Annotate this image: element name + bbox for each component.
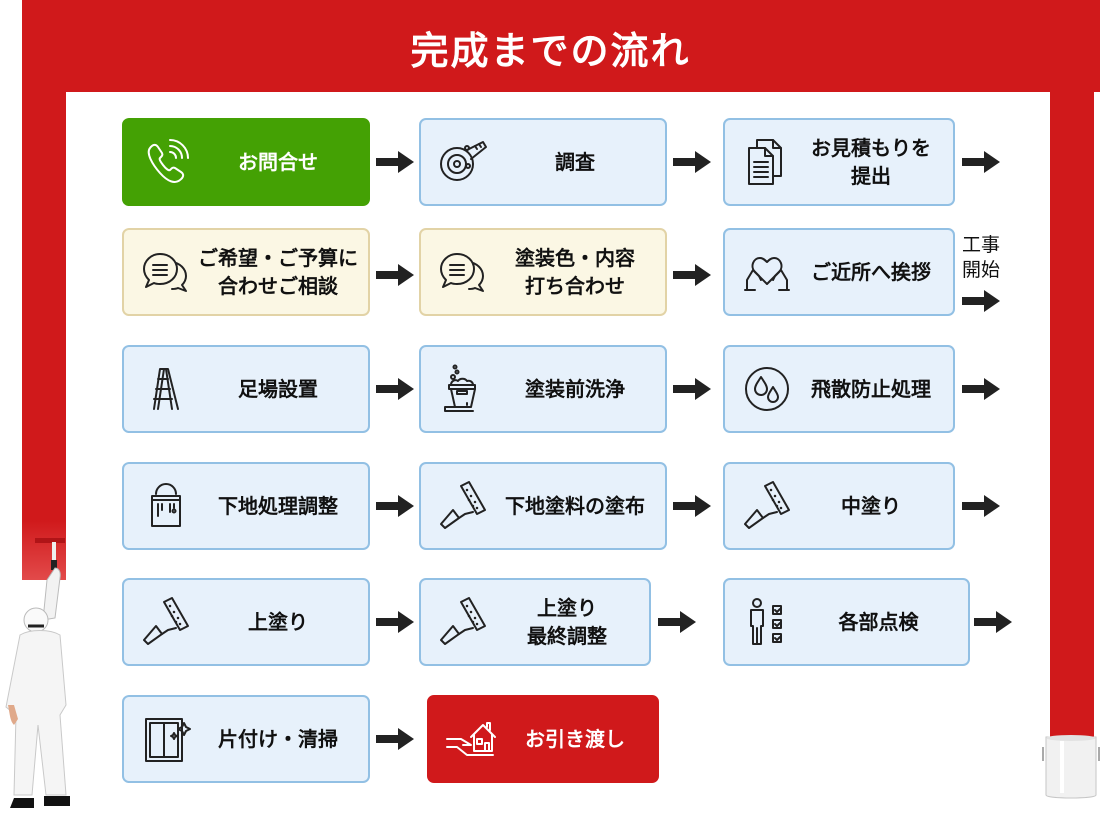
inspection-checklist-icon [737,592,797,652]
step-survey: 調査 [419,118,667,206]
arrow-right-icon [974,611,1012,633]
step-handover: お引き渡し [427,695,659,783]
step-inspection: 各部点検 [723,578,970,666]
step-label: 調査 [555,150,595,174]
paint-roller-icon [433,592,493,652]
red-frame-left [22,0,66,575]
arrow-right-icon [376,611,414,633]
paint-bucket-illustration [1040,733,1101,803]
step-label: 下地処理調整 [218,494,338,518]
step-estimate: お見積もりを 提出 [723,118,955,206]
step-pre-wash: 塗装前洗浄 [419,345,667,433]
step-label: ご希望・ご予算に 合わせご相談 [198,246,358,298]
arrow-right-icon [376,495,414,517]
step-label: ご近所へ挨拶 [811,260,931,284]
painter-illustration [0,530,100,815]
step-middle-coat: 中塗り [723,462,955,550]
arrow-right-icon [673,378,711,400]
step-label: 足場設置 [238,377,318,401]
arrow-right-icon [673,495,711,517]
arrow-right-icon [376,728,414,750]
clean-window-icon [136,709,196,769]
step-label: お引き渡し [525,727,625,751]
ladder-icon [136,359,196,419]
arrow-right-icon [962,378,1000,400]
phone-icon [136,132,196,192]
step-label: お見積もりを 提出 [811,136,931,188]
step-label: 片付け・清掃 [218,727,338,751]
page-title: 完成までの流れ [410,28,691,73]
step-inquiry: お問合せ [122,118,370,206]
arrow-right-icon [376,151,414,173]
arrow-right-icon [376,378,414,400]
house-hand-icon [441,709,501,769]
hands-heart-icon [737,242,797,302]
paint-can-icon [136,476,196,536]
arrow-right-icon [658,611,696,633]
paint-roller-icon [433,476,493,536]
step-label: お問合せ [238,150,318,174]
wash-bucket-icon [433,359,493,419]
red-frame-top [22,0,1100,92]
arrow-right-icon [376,264,414,286]
step-neighbor-greeting: ご近所へ挨拶 [723,228,955,316]
step-label: 上塗り 最終調整 [527,596,607,648]
step-scaffolding: 足場設置 [122,345,370,433]
water-drops-icon [737,359,797,419]
arrow-right-icon [673,264,711,286]
arrow-right-icon [962,290,1000,312]
red-frame-right [1050,0,1094,740]
step-splatter-protection: 飛散防止処理 [723,345,955,433]
step-label: 塗装前洗浄 [525,377,625,401]
step-label: 飛散防止処理 [811,377,931,401]
step-substrate-prep: 下地処理調整 [122,462,370,550]
chat-bubbles-icon [433,242,493,302]
step-top-coat-final: 上塗り 最終調整 [419,578,651,666]
arrow-right-icon [962,151,1000,173]
documents-icon [737,132,797,192]
paint-roller-icon [136,592,196,652]
construction-start-note: 工事 開始 [962,234,1001,281]
step-label: 下地塗料の塗布 [505,494,645,518]
paint-roller-icon [737,476,797,536]
step-label: 中塗り [841,494,901,518]
step-color-meeting: 塗装色・内容 打ち合わせ [419,228,667,316]
step-budget-consultation: ご希望・ご予算に 合わせご相談 [122,228,370,316]
step-label: 各部点検 [838,610,919,634]
arrow-right-icon [962,495,1000,517]
arrow-right-icon [673,151,711,173]
chat-bubbles-icon [136,242,196,302]
step-top-coat: 上塗り [122,578,370,666]
step-cleanup: 片付け・清掃 [122,695,370,783]
step-label: 上塗り [248,610,308,634]
step-primer-coat: 下地塗料の塗布 [419,462,667,550]
tape-measure-icon [433,132,493,192]
step-label: 塗装色・内容 打ち合わせ [515,246,635,298]
